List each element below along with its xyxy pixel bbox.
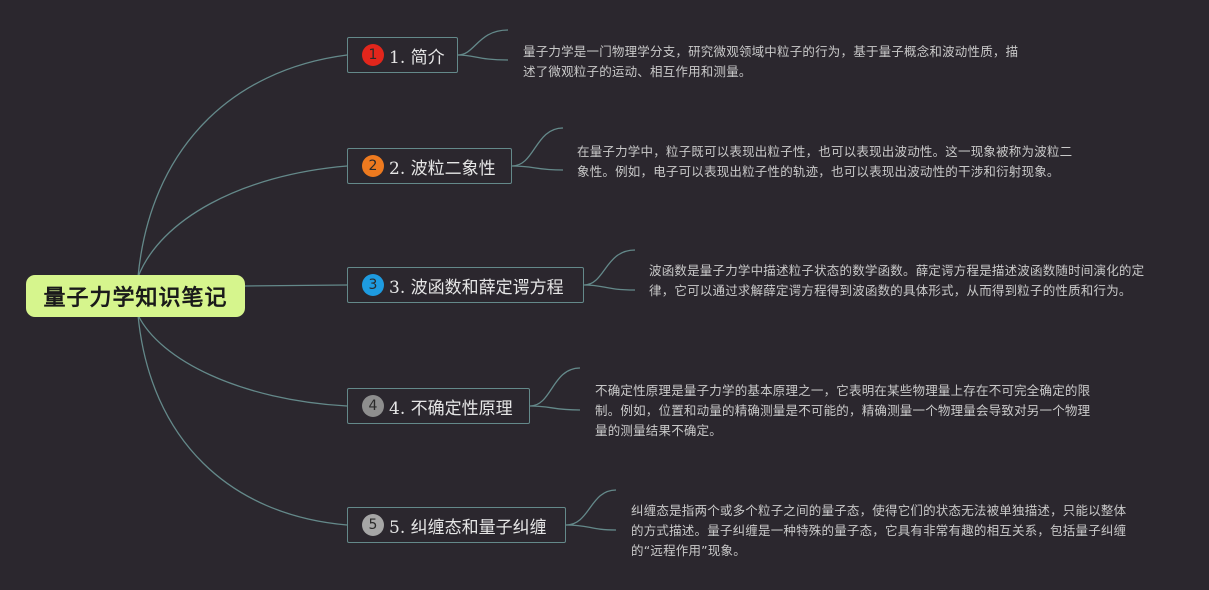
topic-label: 1. 简介: [389, 47, 445, 68]
note-bracket-5: [565, 489, 617, 531]
note-bracket-1: [457, 29, 509, 61]
note-wave-particle-duality: 在量子力学中，粒子既可以表现出粒子性，也可以表现出波动性。这一现象被称为波粒二象…: [577, 144, 1073, 179]
branch-line-2: [137, 165, 348, 278]
topic-label: 2. 波粒二象性: [389, 158, 496, 179]
topic-entanglement[interactable]: 5 5. 纠缠态和量子纠缠: [347, 507, 566, 543]
branch-line-1: [137, 54, 348, 278]
note-intro: 量子力学是一门物理学分支，研究微观领域中粒子的行为，基于量子概念和波动性质，描述…: [523, 44, 1019, 79]
branch-line-5: [137, 314, 348, 526]
branch-line-4: [137, 314, 348, 407]
priority-3-icon: 3: [362, 274, 384, 296]
topic-wave-particle-duality[interactable]: 2 2. 波粒二象性: [347, 148, 512, 184]
note-bracket-2: [511, 127, 564, 171]
priority-1-icon: 1: [362, 44, 384, 66]
priority-5-icon: 5: [362, 514, 384, 536]
note-wave-function: 波函数是量子力学中描述粒子状态的数学函数。薛定谔方程是描述波函数随时间演化的定律…: [649, 263, 1145, 298]
note-uncertainty-principle: 不确定性原理是量子力学的基本原理之一，它表明在某些物理量上存在不可完全确定的限制…: [595, 383, 1091, 438]
topic-wave-function[interactable]: 3 3. 波函数和薛定谔方程: [347, 267, 584, 303]
note-bracket-4: [529, 367, 581, 411]
note-entanglement: 纠缠态是指两个或多个粒子之间的量子态，使得它们的状态无法被单独描述，只能以整体的…: [631, 503, 1127, 558]
topic-label: 5. 纠缠态和量子纠缠: [389, 517, 547, 538]
topic-intro[interactable]: 1 1. 简介: [347, 37, 458, 73]
branch-line-3: [244, 284, 348, 287]
topic-uncertainty-principle[interactable]: 4 4. 不确定性原理: [347, 388, 530, 424]
note-bracket-3: [583, 249, 636, 291]
priority-2-icon: 2: [362, 155, 384, 177]
topic-label: 3. 波函数和薛定谔方程: [389, 277, 564, 298]
central-topic[interactable]: 量子力学知识笔记: [26, 275, 245, 317]
topic-label: 4. 不确定性原理: [389, 398, 513, 419]
priority-4-icon: 4: [362, 395, 384, 417]
